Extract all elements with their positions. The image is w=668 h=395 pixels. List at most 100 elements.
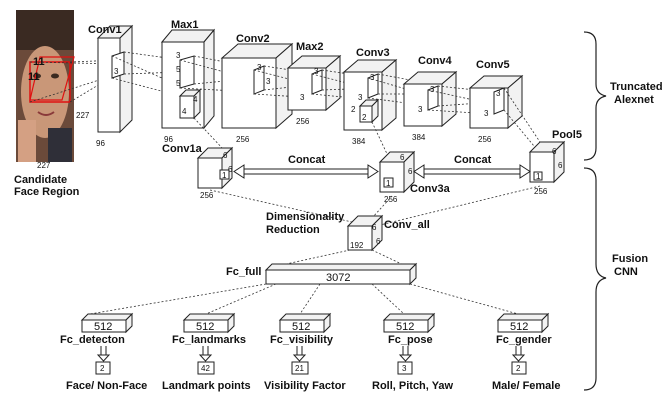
conv3-title: Conv3 (356, 47, 390, 59)
conv1-layer: Conv1 3 96 (88, 24, 134, 148)
connections-fc-heads (89, 283, 519, 315)
pool5-depth: 256 (534, 187, 548, 196)
kernel-label-side: 11 (28, 71, 40, 83)
dim-reduction-line1: Dimensionality (266, 211, 345, 223)
head-gender: 512 Fc_gender 2 Male/ Female (492, 312, 560, 392)
head-pose-label: Roll, Pitch, Yaw (372, 380, 454, 392)
head-pose-out: 3 (402, 364, 407, 373)
conv-all-title: Conv_all (384, 219, 430, 231)
conv2-title: Conv2 (236, 33, 270, 45)
face-image (16, 10, 74, 162)
conv4-title: Conv4 (418, 55, 453, 67)
conv1a-dim-1: 6 (223, 151, 228, 160)
max1-layer: Max1 3 5 5 4 4 96 (160, 19, 216, 144)
head-landmarks-size: 512 (196, 321, 214, 333)
conv2-layer: Conv2 3 3 256 (220, 33, 294, 144)
max1-kernel-2: 5 (176, 65, 181, 74)
max2-depth: 256 (296, 117, 310, 126)
brace-truncated-line1: Truncated (610, 81, 663, 93)
conv3-kernel-2: 3 (358, 93, 363, 102)
conv4-depth: 384 (412, 133, 426, 142)
pool5-one: 1 (536, 172, 541, 181)
head-detection: 512 Fc_detecton 2 Face/ Non-Face (60, 312, 147, 392)
conv5-layer: Conv5 3 3 256 (468, 59, 524, 144)
head-visibility: 512 Fc_visibility 21 Visibility Factor (264, 312, 346, 392)
brace-truncated-alexnet: Truncated Alexnet (583, 31, 663, 161)
brace-fusion-line2: CNN (614, 266, 638, 278)
conv1a-dim-2: 6 (228, 165, 233, 174)
fc-full-layer: Fc_full 3072 (226, 262, 418, 286)
head-detection-label: Face/ Non-Face (66, 380, 147, 392)
conv1a-layer: Conv1a 6 6 1 256 (162, 143, 234, 200)
conv1a-depth: 256 (200, 191, 214, 200)
conv3a-title: Conv3a (410, 183, 451, 195)
image-size-side: 227 (76, 111, 90, 120)
conv1a-title: Conv1a (162, 143, 203, 155)
conv3a-one: 1 (386, 179, 391, 188)
conv3a-dim-1: 6 (400, 153, 405, 162)
head-landmarks: 512 Fc_landmarks 42 Landmark points (162, 312, 251, 392)
head-gender-out: 2 (516, 364, 521, 373)
concat-label-left: Concat (288, 154, 326, 166)
pool5-title: Pool5 (552, 129, 582, 141)
conv3-kernel-1: 3 (370, 73, 375, 82)
conv3-sub-2: 2 (362, 113, 367, 122)
conv5-depth: 256 (478, 135, 492, 144)
conv4-kernel-2: 3 (418, 105, 423, 114)
conv-all-layer: Conv_all 6 6 192 (346, 214, 430, 252)
conv-all-depth: 192 (350, 241, 364, 250)
head-visibility-name: Fc_visibility (270, 334, 334, 346)
conv1-depth: 96 (96, 139, 105, 148)
head-landmarks-label: Landmark points (162, 380, 251, 392)
pool5-dim-1: 6 (552, 147, 557, 156)
max1-kernel-3: 5 (176, 79, 181, 88)
max1-sub-1: 4 (193, 95, 198, 104)
conv3a-layer: Conv3a 6 6 1 256 (378, 150, 451, 204)
conv2-depth: 256 (236, 135, 250, 144)
head-pose: 512 Fc_pose 3 Roll, Pitch, Yaw (372, 312, 454, 392)
conv1-title: Conv1 (88, 24, 122, 36)
max2-kernel-1: 3 (314, 67, 319, 76)
head-detection-name: Fc_detecton (60, 334, 125, 346)
fc-full-title: Fc_full (226, 266, 261, 278)
head-pose-size: 512 (396, 321, 414, 333)
conv3a-depth: 256 (384, 195, 398, 204)
fc-full-size: 3072 (326, 272, 350, 284)
head-landmarks-name: Fc_landmarks (172, 334, 246, 346)
conv3a-dim-2: 6 (408, 167, 413, 176)
max2-layer: Max2 3 3 256 (286, 41, 342, 126)
conv1-kernel: 3 (114, 67, 119, 76)
concat-arrow-right: Concat (413, 154, 531, 179)
conv5-title: Conv5 (476, 59, 510, 71)
head-gender-size: 512 (510, 321, 528, 333)
brace-fusion-cnn: Fusion CNN (583, 167, 648, 391)
candidate-label-line2: Face Region (14, 186, 80, 198)
conv-all-dim-2: 6 (376, 237, 381, 246)
head-gender-label: Male/ Female (492, 380, 560, 392)
conv-all-dim-1: 6 (372, 223, 377, 232)
pool5-layer: Pool5 6 6 1 256 (528, 129, 582, 196)
concat-label-right: Concat (454, 154, 492, 166)
image-size-bottom: 227 (37, 161, 51, 170)
conv1a-one: 1 (222, 171, 227, 180)
head-pose-name: Fc_pose (388, 334, 433, 346)
conv5-kernel-2: 3 (484, 109, 489, 118)
head-visibility-label: Visibility Factor (264, 380, 346, 392)
conv3-sub-1: 2 (351, 105, 356, 114)
conv2-kernel-2: 3 (266, 77, 271, 86)
dim-reduction-line2: Reduction (266, 224, 320, 236)
max2-kernel-2: 3 (300, 93, 305, 102)
head-visibility-size: 512 (292, 321, 310, 333)
brace-fusion-line1: Fusion (612, 253, 648, 265)
max2-title: Max2 (296, 41, 324, 53)
concat-arrow-left: Concat (233, 154, 379, 179)
conv2-kernel-1: 3 (257, 63, 262, 72)
conv5-kernel-1: 3 (496, 89, 501, 98)
conv4-kernel-1: 3 (430, 85, 435, 94)
candidate-label-line1: Candidate (14, 174, 67, 186)
brace-truncated-line2: Alexnet (614, 94, 654, 106)
head-detection-out: 2 (100, 364, 105, 373)
max1-title: Max1 (171, 19, 199, 31)
head-visibility-out: 21 (295, 364, 304, 373)
